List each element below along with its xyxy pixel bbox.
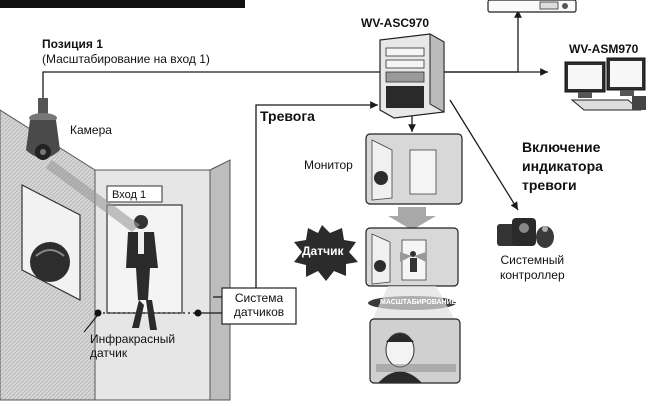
entrance-sign: [106, 185, 163, 203]
sensor-burst: [294, 225, 358, 281]
entrance-label: Вход 1: [112, 189, 147, 201]
ir-sensor-left-icon: [94, 309, 102, 317]
camera-label: Камера: [70, 123, 112, 137]
system-controller-label: Системный контроллер: [500, 253, 565, 282]
monitor-label: Монитор: [304, 158, 353, 172]
mirror-dome-icon: [30, 242, 70, 282]
asm970-pc-icon: [564, 57, 646, 111]
monitor-icon: [365, 133, 463, 205]
asm970-label: WV-ASM970: [569, 42, 639, 56]
sensor-system-box: [221, 287, 297, 325]
alarm-indicator-label: Включение индикатора тревоги: [522, 139, 603, 193]
monitor-alarm-icon: [365, 227, 459, 287]
cropped-heading: [0, 0, 245, 8]
position-note: (Масштабирование на вход 1): [42, 52, 210, 66]
dome-camera-icon: [26, 98, 60, 160]
zoomed-face-monitor-icon: [369, 286, 461, 384]
asc970-tower-icon: [379, 33, 445, 119]
ir-sensor-label: Инфракрасный датчик: [90, 332, 176, 360]
down-arrow-icon: [388, 207, 436, 230]
position-title: Позиция 1: [42, 37, 103, 51]
alarm-label: Тревога: [260, 108, 315, 124]
zoom-label: МАСШТАБИРОВАНИЕ: [380, 299, 457, 306]
recorder-icon: [487, 0, 577, 13]
sensor-burst-label: Датчик: [302, 244, 344, 258]
system-controller-icon: [497, 218, 554, 248]
room-scene: [0, 98, 231, 401]
sensor-system-label: Система датчиков: [233, 291, 285, 319]
asc970-label: WV-ASC970: [361, 16, 430, 30]
